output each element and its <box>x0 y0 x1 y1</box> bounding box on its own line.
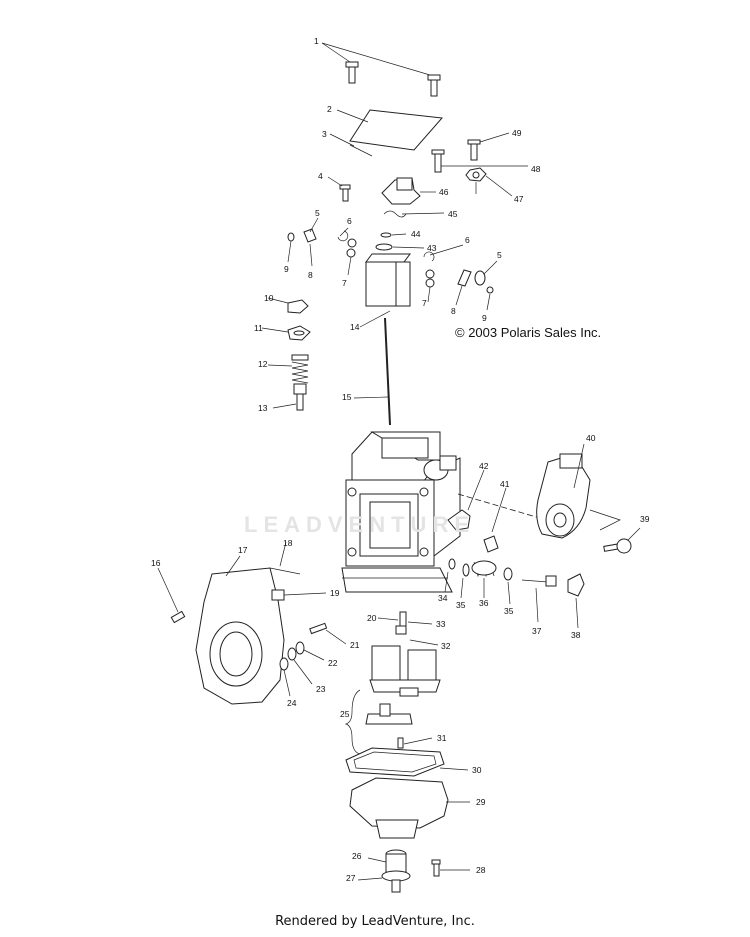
part-44-43-rings <box>375 232 425 251</box>
callout-41: 41 <box>500 479 510 489</box>
part-30-gasket <box>345 747 469 777</box>
callout-24: 24 <box>287 698 297 708</box>
callout-8-right: 8 <box>451 306 456 316</box>
callout-2: 2 <box>327 104 332 114</box>
part-15-rod <box>353 317 391 426</box>
callout-35: 35 <box>456 600 466 610</box>
pilot-parts-row <box>444 558 585 629</box>
callout-40: 40 <box>586 433 596 443</box>
callout-4: 4 <box>318 171 323 181</box>
left-shaft-parts <box>287 217 357 276</box>
part-14-slide <box>359 253 411 328</box>
callout-46: 46 <box>439 187 449 197</box>
part-40-housing <box>536 443 621 539</box>
carb-body <box>341 431 461 593</box>
callout-48: 48 <box>531 164 541 174</box>
part-26-27-drain <box>357 849 411 893</box>
part-17-flange <box>195 541 327 705</box>
callout-44: 44 <box>411 229 421 239</box>
callout-1: 1 <box>314 36 319 46</box>
callout-36: 36 <box>479 598 489 608</box>
callout-9: 9 <box>284 264 289 274</box>
callout-15: 15 <box>342 392 352 402</box>
callout-22: 22 <box>328 658 338 668</box>
callout-5: 5 <box>315 208 320 218</box>
callout-25: 25 <box>340 709 350 719</box>
part-10-11-nuts <box>261 297 311 341</box>
callout-17: 17 <box>238 545 248 555</box>
part-4-screw <box>327 176 351 202</box>
callout-30: 30 <box>472 765 482 775</box>
callout-14: 14 <box>350 322 360 332</box>
watermark: LEADVENTURE <box>244 512 476 537</box>
callout-16: 16 <box>151 558 161 568</box>
callout-43: 43 <box>427 243 437 253</box>
callout-26: 26 <box>352 851 362 861</box>
callout-11: 11 <box>254 323 263 333</box>
part-32-float <box>369 639 441 697</box>
callout-28: 28 <box>476 865 486 875</box>
part-12-13-needle <box>267 354 309 411</box>
callout-49: 49 <box>512 128 522 138</box>
part-16-screw <box>157 567 186 624</box>
callout-6-right: 6 <box>465 235 470 245</box>
right-shaft-parts <box>423 244 498 311</box>
part-21-24 <box>279 622 347 697</box>
callout-31: 31 <box>437 733 447 743</box>
callout-3: 3 <box>322 129 327 139</box>
callout-34: 34 <box>438 593 448 603</box>
callout-10: 10 <box>264 293 274 303</box>
callout-27: 27 <box>346 873 356 883</box>
callout-12: 12 <box>258 359 268 369</box>
callout-38: 38 <box>571 630 581 640</box>
copyright-notice: © 2003 Polaris Sales Inc. <box>455 325 602 340</box>
callout-23: 23 <box>316 684 326 694</box>
footer-credit: Rendered by LeadVenture, Inc. <box>275 914 475 929</box>
callout-45: 45 <box>448 209 458 219</box>
callout-8: 8 <box>308 270 313 280</box>
callout-42: 42 <box>479 461 489 471</box>
part-20-33-jets <box>377 611 433 635</box>
part-25-assembly <box>344 689 433 755</box>
part-41-42 <box>447 469 561 553</box>
callout-21: 21 <box>350 640 360 650</box>
callout-35-right: 35 <box>504 606 514 616</box>
callout-32: 32 <box>441 641 451 651</box>
callout-5-right: 5 <box>497 250 502 260</box>
part-28-screw <box>431 859 470 877</box>
callout-6: 6 <box>347 216 352 226</box>
part-46-bracket <box>381 177 436 205</box>
callout-9-right: 9 <box>482 313 487 323</box>
callout-labels: 1 2 3 4 5 6 7 8 9 10 11 12 13 14 15 16 1… <box>151 36 650 883</box>
part-1-screws <box>321 42 441 97</box>
callout-29: 29 <box>476 797 486 807</box>
callout-7: 7 <box>342 278 347 288</box>
callout-19: 19 <box>330 588 340 598</box>
callout-39: 39 <box>640 514 650 524</box>
callout-18: 18 <box>283 538 293 548</box>
callout-20: 20 <box>367 613 377 623</box>
callout-13: 13 <box>258 403 268 413</box>
callout-33: 33 <box>436 619 446 629</box>
part-2-cover <box>329 109 444 157</box>
callout-7-right: 7 <box>422 298 427 308</box>
part-39-screw <box>603 527 641 554</box>
part-45-clip <box>383 210 445 218</box>
part-29-bowl <box>349 777 470 839</box>
callout-37: 37 <box>532 626 542 636</box>
part-49-48-47 <box>431 132 528 197</box>
callout-47: 47 <box>514 194 524 204</box>
